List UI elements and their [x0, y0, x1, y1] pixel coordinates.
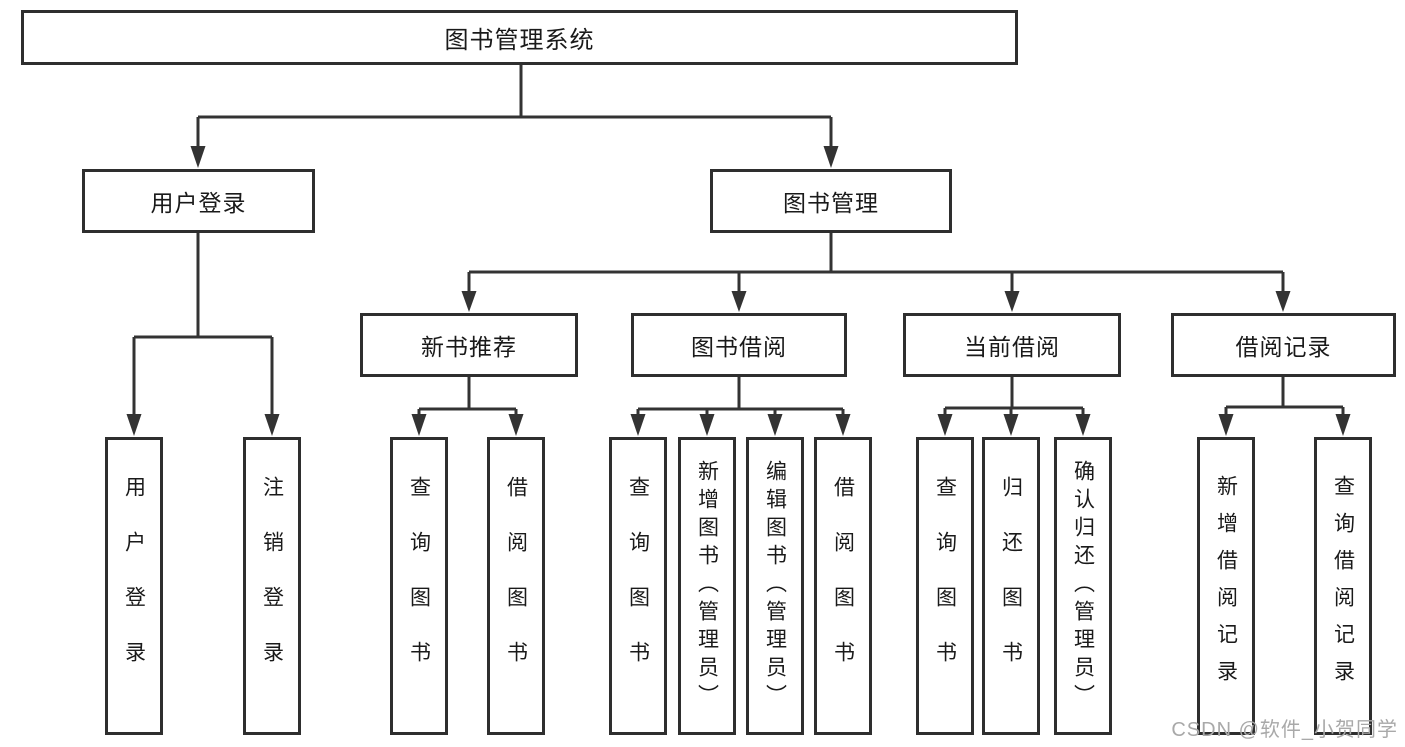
node-new-book-recommend: 新书推荐 [360, 313, 578, 377]
arrowheads [126, 146, 1351, 436]
node-label: 图书管理 [783, 190, 879, 216]
node-label: 借阅图书 [504, 476, 528, 696]
leaf-user-login: 用户登录 [105, 437, 163, 735]
node-label: 查询图书 [626, 476, 650, 696]
node-label: 新增图书（管理员） [695, 460, 719, 712]
node-label: 用户登录 [150, 190, 247, 216]
node-label: 确认归还（管理员） [1071, 460, 1095, 712]
leaf-records-add-record: 新增借阅记录 [1197, 437, 1255, 735]
node-current-borrowing: 当前借阅 [903, 313, 1121, 377]
node-label: 查询借阅记录 [1331, 475, 1355, 697]
leaf-borrowing-edit-book-admin: 编辑图书（管理员） [746, 437, 804, 735]
node-label: 借阅记录 [1235, 334, 1332, 360]
leaf-borrowing-borrow-book: 借阅图书 [814, 437, 872, 735]
node-book-management: 图书管理 [710, 169, 952, 233]
leaf-current-return-book: 归还图书 [982, 437, 1040, 735]
node-borrowing-records: 借阅记录 [1171, 313, 1396, 377]
node-label: 当前借阅 [964, 334, 1060, 360]
csdn-watermark: CSDN @软件_小贺同学 [1171, 719, 1398, 741]
leaf-newrec-query-book: 查询图书 [390, 437, 448, 735]
leaf-current-query-book: 查询图书 [916, 437, 974, 735]
leaf-logout: 注销登录 [243, 437, 301, 735]
leaf-newrec-borrow-book: 借阅图书 [487, 437, 545, 735]
node-label: 新书推荐 [421, 334, 517, 360]
node-user-login: 用户登录 [82, 169, 315, 233]
node-label: 查询图书 [933, 476, 957, 696]
node-system-root: 图书管理系统 [21, 10, 1018, 65]
node-label: 归还图书 [999, 476, 1023, 696]
leaf-borrowing-query-book: 查询图书 [609, 437, 667, 735]
leaf-borrowing-add-book-admin: 新增图书（管理员） [678, 437, 736, 735]
node-label: 图书管理系统 [444, 27, 595, 54]
node-book-borrowing: 图书借阅 [631, 313, 847, 377]
leaf-current-confirm-return-admin: 确认归还（管理员） [1054, 437, 1112, 735]
node-label: 图书借阅 [691, 334, 787, 360]
node-label: 新增借阅记录 [1214, 475, 1238, 697]
node-label: 编辑图书（管理员） [763, 460, 787, 712]
node-label: 查询图书 [407, 476, 431, 696]
node-label: 注销登录 [260, 476, 284, 696]
node-label: 借阅图书 [831, 476, 855, 696]
leaf-records-query-record: 查询借阅记录 [1314, 437, 1372, 735]
node-label: 用户登录 [122, 476, 146, 696]
